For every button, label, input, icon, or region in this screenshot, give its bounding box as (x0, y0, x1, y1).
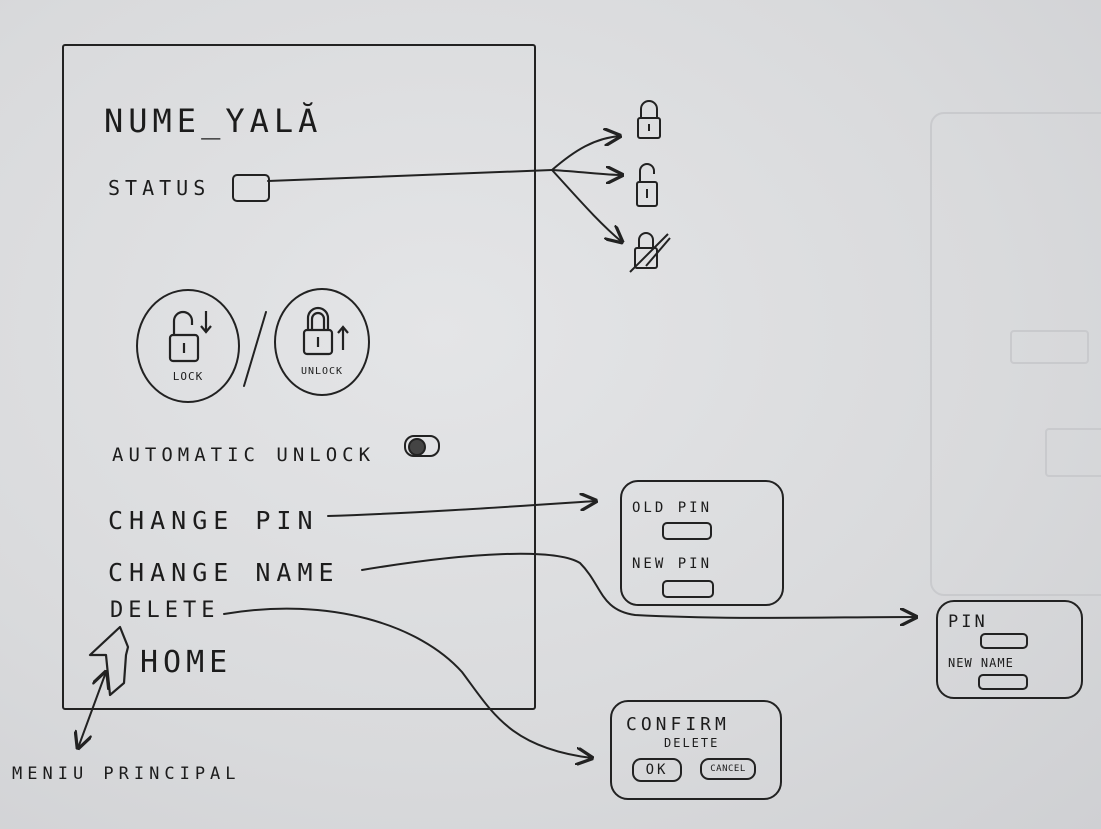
unlock-button[interactable]: UNLOCK (274, 288, 370, 396)
ok-button[interactable]: OK (632, 758, 682, 782)
automatic-unlock-label: AUTOMATIC UNLOCK (112, 444, 376, 466)
automatic-unlock-toggle[interactable] (404, 435, 440, 457)
toggle-knob (408, 438, 426, 456)
unlocked-padlock-down-icon (168, 310, 212, 363)
home-label: HOME (140, 645, 233, 680)
ghost-box (1045, 428, 1101, 477)
change-name-arrow (361, 552, 916, 618)
status-indicator (232, 174, 270, 202)
main-menu-arrow (78, 672, 106, 748)
change-pin-popup: OLD PIN NEW PIN (620, 480, 784, 606)
status-arrow-unlocked (551, 170, 622, 175)
new-name-label: NEW NAME (948, 656, 1014, 670)
ghost-frame (930, 112, 1101, 596)
cancel-button[interactable]: CANCEL (700, 758, 756, 780)
lock-button[interactable]: LOCK (136, 289, 240, 403)
change-name-link[interactable]: CHANGE NAME (108, 558, 340, 587)
new-pin-label: NEW PIN (632, 556, 713, 572)
home-button[interactable]: HOME (84, 621, 284, 697)
change-pin-link[interactable]: CHANGE PIN (108, 506, 319, 535)
confirm-title: CONFIRM (626, 714, 730, 735)
lock-name-title: NUME_YALĂ (104, 102, 323, 140)
ghost-box (1010, 330, 1089, 364)
locked-icon (637, 100, 661, 139)
no-connection-icon (629, 232, 671, 273)
change-name-popup: PIN NEW NAME (936, 600, 1083, 699)
pin-field[interactable] (980, 633, 1028, 649)
status-label: STATUS (108, 176, 211, 200)
new-pin-field[interactable] (662, 580, 714, 598)
status-arrow-locked (551, 136, 620, 171)
locked-padlock-up-icon (302, 306, 349, 356)
old-pin-label: OLD PIN (632, 500, 713, 516)
old-pin-field[interactable] (662, 522, 712, 540)
lock-detail-screen: NUME_YALĂ STATUS LOCK (62, 44, 536, 710)
unlock-button-label: UNLOCK (300, 366, 344, 377)
pin-label: PIN (948, 612, 988, 632)
delete-confirm-popup: CONFIRM DELETE OK CANCEL (610, 700, 782, 800)
unlocked-icon (636, 163, 658, 207)
status-connector (267, 169, 553, 182)
delete-arrow (223, 607, 592, 758)
delete-link[interactable]: DELETE (110, 598, 220, 623)
lock-button-label: LOCK (172, 370, 204, 383)
home-arrow-icon (88, 625, 130, 697)
delete-subtitle: DELETE (664, 736, 720, 750)
new-name-field[interactable] (978, 674, 1028, 690)
lock-divider (243, 311, 267, 387)
main-menu-annotation: MENIU PRINCIPAL (12, 764, 241, 784)
change-pin-arrow (327, 501, 596, 517)
status-arrow-offline (551, 169, 622, 242)
